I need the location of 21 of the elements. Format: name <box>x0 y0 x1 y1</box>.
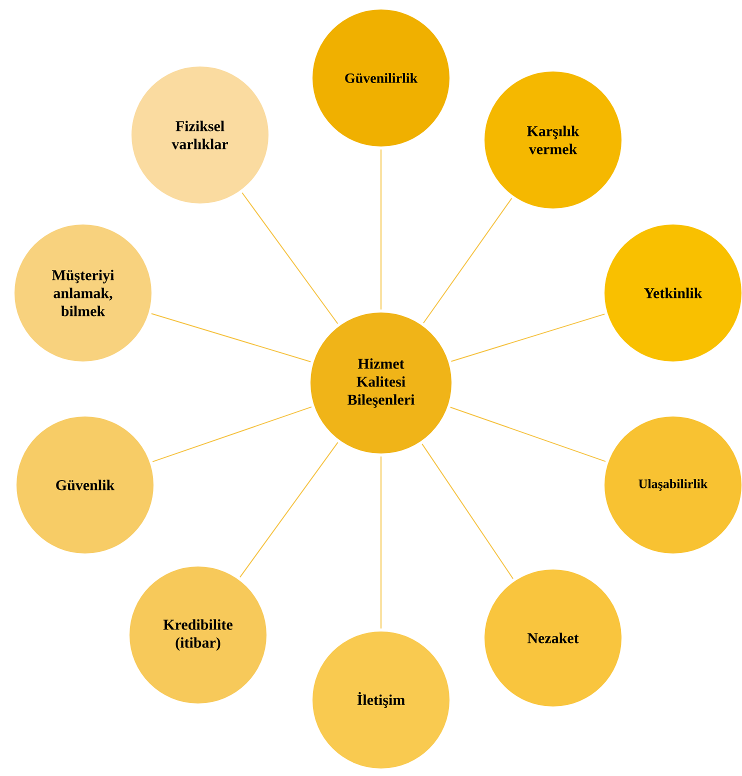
circle-node: Güvenilirlik <box>310 6 452 150</box>
connector-line <box>242 192 338 324</box>
connector-line <box>380 456 382 629</box>
circle-node: Hizmet Kalitesi Bileşenleri <box>308 310 454 456</box>
circle-node: Karşılık vermek <box>482 68 624 212</box>
connector-line <box>380 149 382 310</box>
circle-node: Fiziksel varlıklar <box>128 63 272 206</box>
circle-node: Kredibilite (itibar) <box>126 564 270 706</box>
circle-node: Güvenlik <box>14 414 156 556</box>
connector-line <box>240 442 338 578</box>
circle-node: İletişim <box>310 628 452 772</box>
circle-node: Nezaket <box>482 566 624 710</box>
circle-node: Yetkinlik <box>602 222 742 364</box>
connector-line <box>422 443 514 580</box>
connector-line <box>450 314 606 362</box>
connector-line <box>152 406 312 462</box>
circle-node: Müşteriyi anlamak, bilmek <box>12 222 154 364</box>
connector-line <box>422 198 512 324</box>
circle-node: Ulaşabilirlik <box>602 414 742 556</box>
connector-line <box>150 313 312 362</box>
connector-line <box>450 406 606 462</box>
